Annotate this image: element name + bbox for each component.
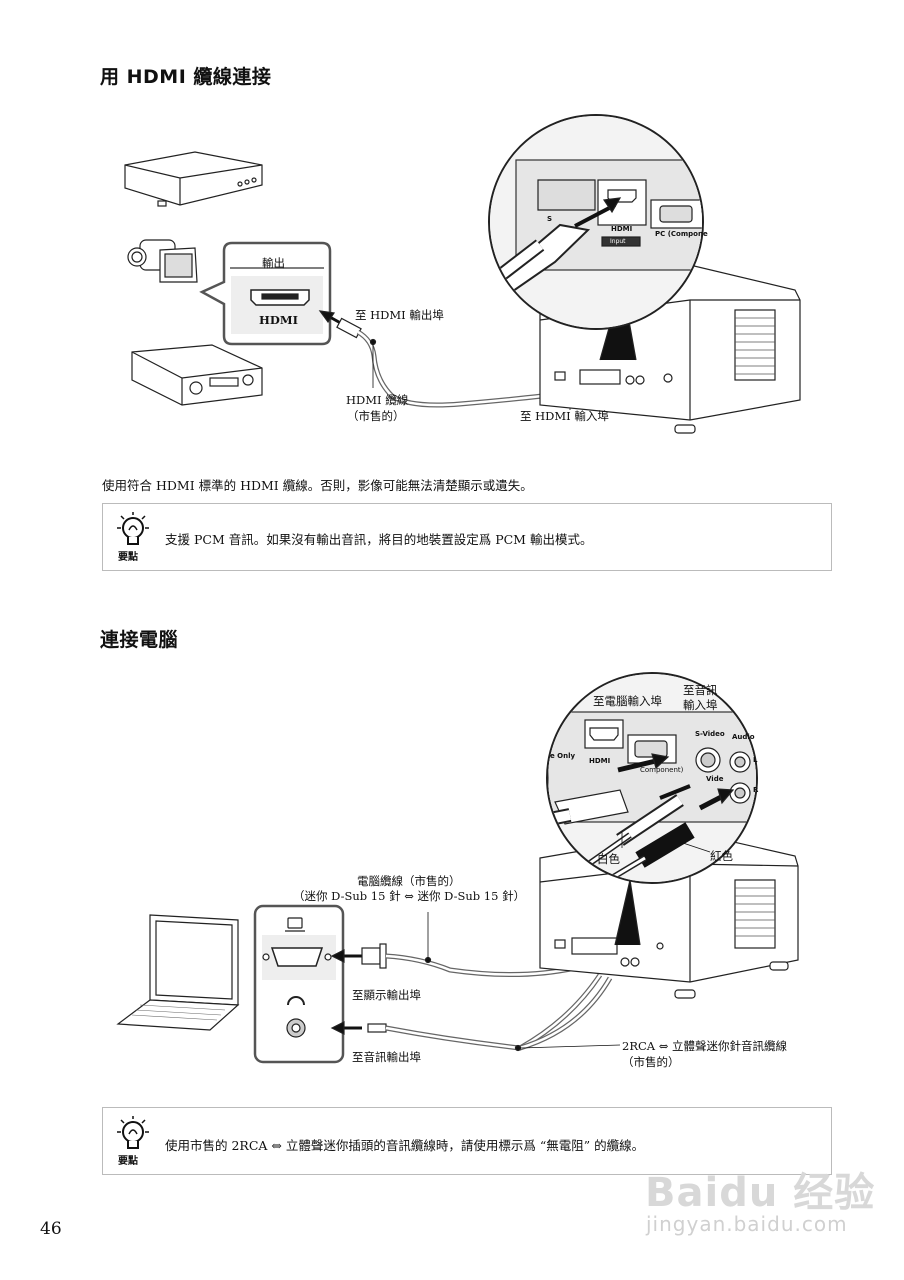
hdmi-cable-label: HDMI 纜線 [346, 393, 409, 407]
pc-cable-label-2: （迷你 D-Sub 15 針 ⇔ 迷你 D-Sub 15 針） [293, 889, 526, 903]
tip-box-computer: 要點 使用市售的 2RCA ⇔ 立體聲迷你插頭的音訊纜線時，請使用標示爲 “無電… [102, 1107, 832, 1175]
red-label: 紅色 [710, 849, 733, 863]
lightbulb-icon [117, 512, 149, 545]
tip-text-hdmi: 支援 PCM 音訊。如果沒有輸出音訊，將目的地裝置設定爲 PCM 輸出模式。 [165, 532, 593, 547]
watermark-url: jingyan.baidu.com [646, 1212, 848, 1236]
tip-icon-label: 要點 [118, 552, 138, 563]
laptop-illustration [116, 914, 240, 1031]
section-heading-computer: 連接電腦 [100, 629, 179, 651]
section-heading-hdmi: 用 HDMI 纜線連接 [100, 66, 272, 88]
to-audio-output-label: 至音訊輸出埠 [352, 1050, 421, 1064]
page-number: 46 [40, 1219, 62, 1239]
to-pc-input-label: 至電腦輸入埠 [593, 694, 662, 708]
to-audio-input-label-1: 至音訊 [683, 683, 718, 697]
watermark-logo: Baidu 经验 [645, 1170, 876, 1216]
panel-s-label: S [547, 215, 553, 223]
output-panel-title: 輸出 [262, 256, 285, 270]
panel-only-label: e Only [550, 752, 576, 760]
output-port-label: HDMI [259, 313, 298, 327]
tip-box-hdmi: 要點 支援 PCM 音訊。如果沒有輸出音訊，將目的地裝置設定爲 PCM 輸出模式… [102, 503, 832, 571]
panel-audio-label: Audio [732, 733, 755, 741]
white-label: 白色 [597, 852, 620, 866]
panel-component-label: Component) [640, 766, 684, 774]
lightbulb-icon [117, 1116, 149, 1149]
camcorder-illustration [127, 239, 198, 283]
tip-icon-label: 要點 [118, 1156, 138, 1167]
panel-hdmi-label-2: HDMI [589, 757, 611, 765]
audio-cable-label-2: （市售的） [622, 1055, 680, 1069]
to-output-port-label: 至 HDMI 輸出埠 [355, 308, 444, 322]
panel-r-label: R [753, 786, 759, 794]
panel-hdmi-label: HDMI [611, 225, 633, 233]
tip-text-computer: 使用市售的 2RCA ⇔ 立體聲迷你插頭的音訊纜線時，請使用標示爲 “無電阻” … [165, 1138, 645, 1153]
av-receiver-illustration [131, 344, 263, 406]
panel-l-label: L [753, 756, 758, 764]
panel-pc-label: PC (Compone [655, 230, 708, 238]
to-monitor-output-label: 至顯示輸出埠 [352, 988, 421, 1002]
to-audio-input-label-2: 輸入埠 [683, 698, 718, 712]
dvd-player-illustration [124, 151, 263, 207]
hdmi-cable-note: （市售的） [347, 409, 405, 423]
to-input-port-label: 至 HDMI 輸入埠 [520, 409, 609, 423]
pc-cable-label-1: 電腦纜線（市售的） [357, 874, 461, 888]
panel-input-label: Input [610, 238, 626, 245]
panel-svideo-label: S-Video [695, 730, 725, 738]
audio-cable-label-1: 2RCA ⇔ 立體聲迷你針音訊纜線 [622, 1039, 788, 1053]
hdmi-note: 使用符合 HDMI 標準的 HDMI 纜線。否則，影像可能無法清楚顯示或遺失。 [102, 478, 533, 493]
panel-video-label: Vide [706, 775, 724, 783]
